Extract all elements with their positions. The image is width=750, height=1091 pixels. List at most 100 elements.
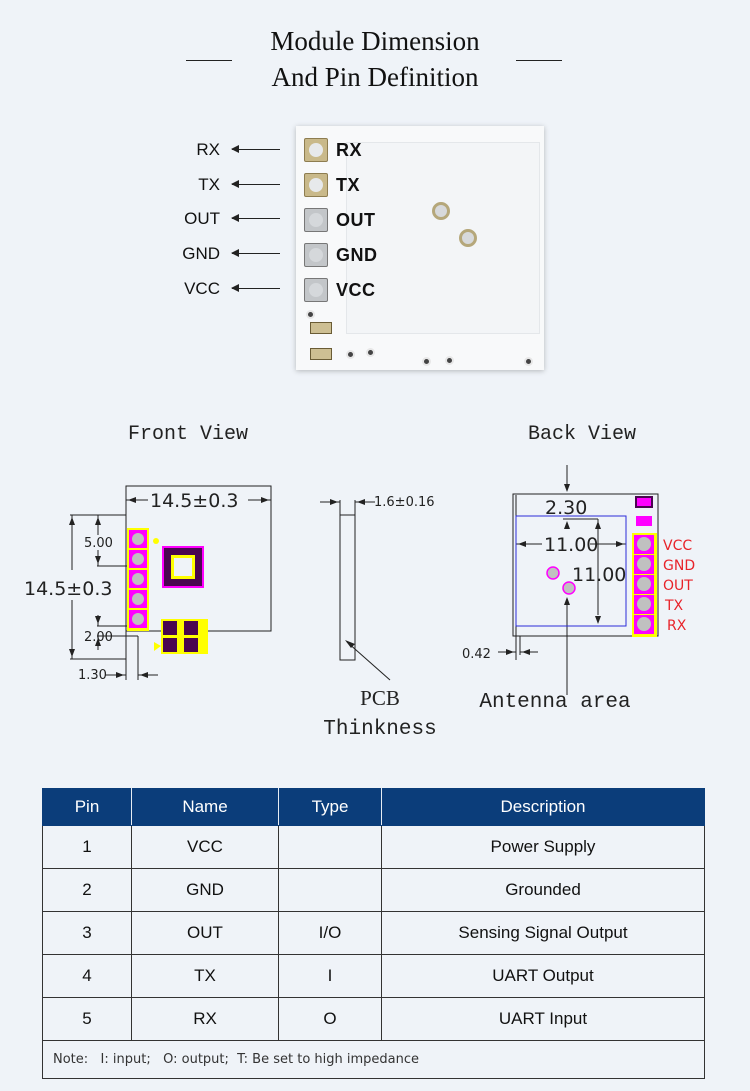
front-top-offset-dim: 5.00 — [84, 536, 113, 551]
pin-hole — [132, 613, 144, 625]
cell-name: RX — [131, 997, 279, 1041]
pin-hole — [132, 553, 144, 565]
pad-vcc — [304, 278, 328, 302]
external-label-out: OUT — [184, 209, 220, 228]
header-type: Type — [278, 788, 382, 826]
back-view-drawing: 2.30 11.00 11.00 0.42 VCC GND OUT TX RX … — [462, 465, 695, 714]
smd-pad — [184, 638, 198, 652]
antenna-area-outline — [515, 515, 627, 627]
pin-hole — [637, 617, 651, 631]
pin-hole — [132, 593, 144, 605]
pad-out — [304, 208, 328, 232]
board-label-gnd: GND — [336, 245, 378, 265]
front-view-drawing: 14.5±0.3 14.5±0.3 5.00 2.00 1.30 — [24, 485, 272, 683]
pin-hole — [637, 597, 651, 611]
cell-type: I — [278, 954, 382, 998]
cell-pin: 5 — [42, 997, 132, 1041]
page-title-line-2: And Pin Definition — [271, 62, 479, 92]
header-pin: Pin — [42, 788, 132, 826]
header-description: Description — [381, 788, 705, 826]
pad-tx — [304, 173, 328, 197]
cell-pin: 2 — [42, 868, 132, 912]
back-top-margin-dim: 2.30 — [545, 497, 587, 519]
smd-pad — [635, 496, 653, 508]
marker-dot — [524, 357, 533, 366]
pin-hole — [132, 533, 144, 545]
marker-dot — [445, 356, 454, 365]
smd-pad — [184, 621, 198, 635]
thickness-dim: 1.6±0.16 — [374, 495, 435, 510]
title-rule-left — [186, 60, 232, 61]
table-row: 2 GND Grounded — [42, 868, 705, 912]
arrow-left-icon — [231, 249, 280, 257]
board-label-out: OUT — [336, 210, 376, 230]
header-name: Name — [131, 788, 279, 826]
cell-name: GND — [131, 868, 279, 912]
antenna-via — [546, 566, 560, 580]
marker-dot — [306, 310, 315, 319]
pad-rx — [304, 138, 328, 162]
front-edge-offset-dim: 1.30 — [78, 668, 107, 683]
pin1-marker — [153, 538, 159, 544]
cell-type — [278, 868, 382, 912]
arrow-left-icon — [231, 284, 280, 292]
cell-description: Grounded — [381, 868, 705, 912]
cell-name: OUT — [131, 911, 279, 955]
back-view-title: Back View — [528, 423, 637, 446]
smd-pad — [163, 638, 177, 652]
module-photo: RX TX OUT GND VCC — [296, 126, 544, 370]
board-label-vcc: VCC — [336, 280, 376, 300]
pad-gnd — [304, 243, 328, 267]
pin-hole — [132, 573, 144, 585]
smd-pad — [636, 516, 652, 526]
pcb-caption-line-1: PCB — [360, 686, 400, 710]
front-view-title: Front View — [128, 423, 249, 446]
back-pin-label-tx: TX — [664, 598, 684, 614]
via-hole — [432, 202, 450, 220]
front-height-dim: 14.5±0.3 — [24, 578, 112, 600]
title-rule-right — [516, 60, 562, 61]
table-row: 3 OUT I/O Sensing Signal Output — [42, 911, 705, 955]
board-label-rx: RX — [336, 140, 363, 160]
cell-name: VCC — [131, 825, 279, 869]
smd-component — [310, 348, 332, 360]
board-label-tx: TX — [336, 175, 361, 195]
back-pin-label-rx: RX — [667, 618, 687, 634]
cell-pin: 1 — [42, 825, 132, 869]
external-label-vcc: VCC — [184, 279, 220, 298]
pin-hole — [637, 537, 651, 551]
back-antenna-width-dim: 11.00 — [544, 534, 598, 556]
cell-type — [278, 825, 382, 869]
cell-description: Sensing Signal Output — [381, 911, 705, 955]
arrow-left-icon — [231, 145, 280, 153]
front-pitch-dim: 2.00 — [84, 630, 113, 645]
antenna-region — [346, 142, 540, 334]
marker-dot — [422, 357, 431, 366]
marker-dot — [346, 350, 355, 359]
back-outline — [512, 493, 659, 637]
smd-pad — [163, 621, 177, 635]
back-pin-label-out: OUT — [663, 578, 693, 594]
side-view-drawing: 1.6±0.16 PCB Thinkness — [320, 495, 437, 741]
page-title-line-1: Module Dimension — [270, 26, 480, 56]
pin-hole — [637, 557, 651, 571]
pcb-caption-line-2: Thinkness — [323, 718, 436, 741]
marker-dot — [366, 348, 375, 357]
antenna-via — [562, 581, 576, 595]
pin-hole — [637, 577, 651, 591]
table-row: 4 TX I UART Output — [42, 954, 705, 998]
front-width-dim: 14.5±0.3 — [150, 490, 238, 512]
arrow-left-icon — [231, 214, 280, 222]
antenna-caption: Antenna area — [479, 691, 630, 714]
external-label-tx: TX — [198, 175, 220, 194]
via-hole — [459, 229, 477, 247]
cell-pin: 3 — [42, 911, 132, 955]
cell-pin: 4 — [42, 954, 132, 998]
table-row: 1 VCC Power Supply — [42, 825, 705, 869]
back-antenna-height-dim: 11.00 — [572, 564, 626, 586]
cell-description: Power Supply — [381, 825, 705, 869]
table-note-row: Note: I: input; O: output; T: Be set to … — [42, 1040, 705, 1079]
external-label-rx: RX — [196, 140, 220, 159]
pin-definition-table: Pin Name Type Description 1 VCC Power Su… — [42, 788, 705, 1079]
table-header-row: Pin Name Type Description — [42, 788, 705, 826]
